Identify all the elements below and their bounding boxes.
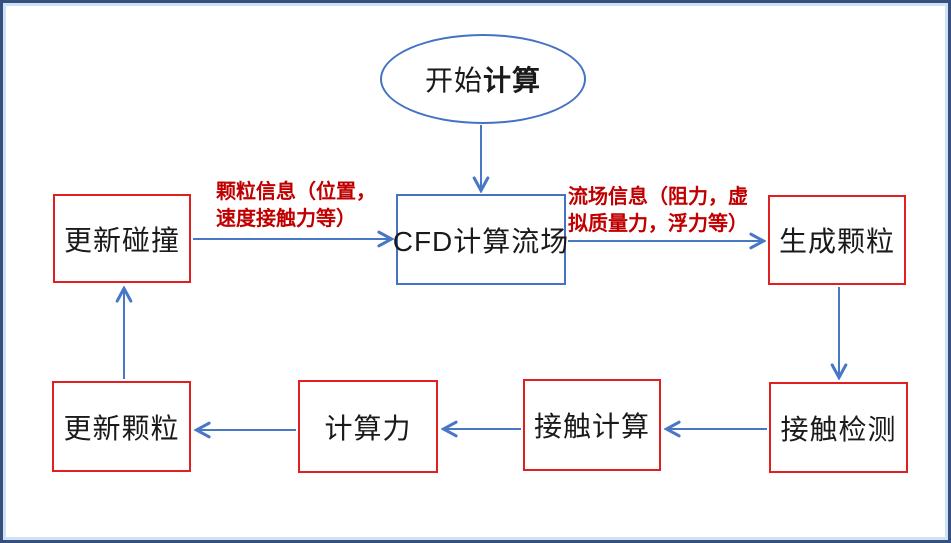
start-label-bold: 计算 [483, 65, 542, 96]
node-label: 更新碰撞 [63, 224, 180, 256]
node-contact-detection: 接触检测 [769, 382, 908, 473]
node-label: 计算力 [324, 412, 412, 444]
edge-label-line: 颗粒信息（位置， [216, 181, 376, 203]
node-contact-calculation: 接触计算 [523, 379, 661, 471]
edge-label-particle-info: 颗粒信息（位置， 速度接触力等） [216, 179, 376, 233]
node-update-particles: 更新颗粒 [52, 381, 191, 472]
node-generate-particles: 生成颗粒 [768, 195, 906, 285]
node-label: CFD计算流场 [392, 225, 570, 257]
node-label: 更新颗粒 [63, 412, 180, 444]
start-label-regular: 开始 [424, 65, 483, 96]
node-compute-force: 计算力 [298, 380, 438, 473]
edge-label-line: 拟质量力，浮力等） [568, 213, 748, 235]
node-label: 接触检测 [780, 413, 897, 445]
edge-label-line: 流场信息（阻力，虚 [568, 186, 748, 208]
node-start: 开始计算 [380, 34, 586, 124]
edge-label-flow-info: 流场信息（阻力，虚 拟质量力，浮力等） [568, 184, 748, 238]
node-cfd-compute-flow-field: CFD计算流场 [393, 194, 568, 285]
edge-label-line: 速度接触力等） [216, 208, 356, 230]
node-label: 生成颗粒 [778, 226, 895, 257]
node-label: 接触计算 [533, 411, 650, 442]
node-update-collision: 更新碰撞 [53, 194, 191, 283]
